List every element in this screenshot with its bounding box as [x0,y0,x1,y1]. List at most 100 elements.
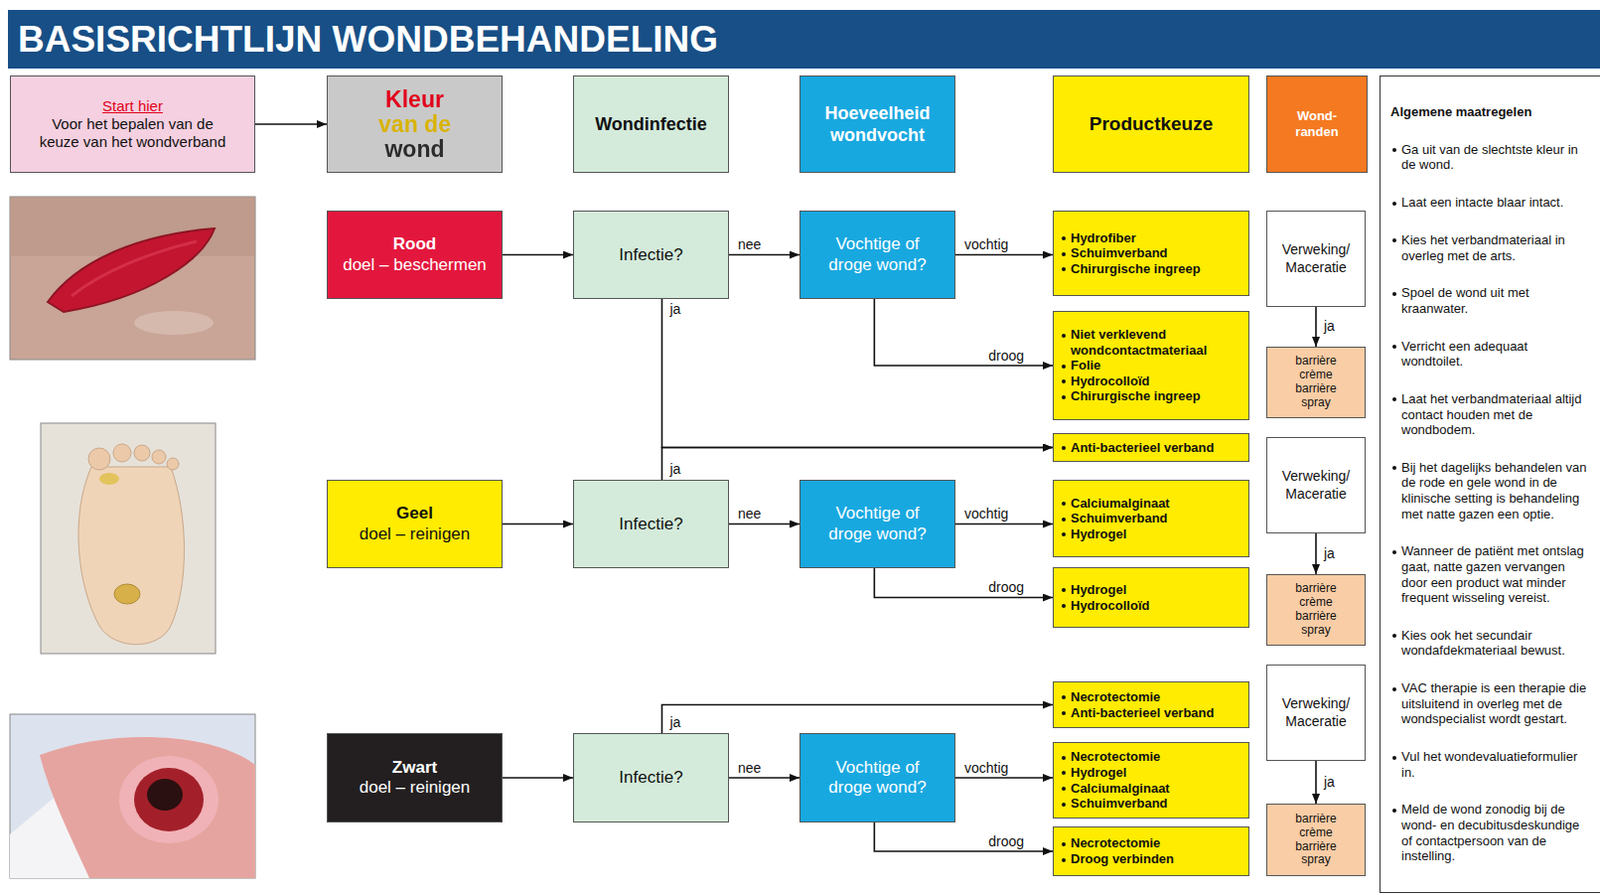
wound-photo-yellow [40,423,216,654]
box-text: Hydrocolloïd [1059,597,1243,614]
product-box: HydrogelHydrocolloïd [1052,567,1250,628]
notes-panel: Algemene maatregelenGa uit van de slecht… [1379,75,1600,893]
wound-photo-black-part [119,755,219,844]
condition-box: Verweking/ Maceratie [1266,664,1366,761]
box-heading: Verweking/ Maceratie [1273,695,1359,730]
flow-arrow [955,523,1053,526]
flow-arrow [661,705,1053,734]
box-text: Droog verbinden [1059,851,1243,868]
header-box: Kleur van de wond [326,75,503,173]
wound-photo-black-part [39,736,256,878]
wound-color-box: Geeldoel – reinigen [326,479,503,569]
box-text: barrière spray [1285,840,1347,869]
flow-arrow [955,254,1053,257]
flow-arrow [873,298,1053,366]
box-text: Voor het bepalen van de keuze van het wo… [32,115,233,151]
flow-arrow [502,523,574,526]
box-text: Chirurgische ingreep [1059,388,1243,405]
wound-color-box: Rooddoel – beschermen [326,210,503,299]
box-heading: Start hier [102,97,163,116]
box-heading: Necrotectomie [1059,835,1243,852]
box-text: Hydrogel [1059,764,1243,781]
edge-label: nee [736,237,762,253]
box-heading: Hydrofiber [1059,230,1243,247]
wound-photo-yellow-part [78,466,185,645]
box-heading: Necrotectomie [1059,748,1243,765]
box-heading: barrière crème [1285,581,1347,610]
flow-arrow [1314,306,1317,347]
box-heading: Hoeveelheid wondvocht [806,102,949,147]
wound-photo-yellow-part [134,444,150,461]
wound-color-box: Zwartdoel – reinigen [326,732,503,823]
flow-arrow [728,776,800,779]
wound-photo-yellow-part [88,447,111,470]
box-text: doel – beschermen [342,255,487,276]
decision-box: Infectie? [573,479,729,569]
box-heading: barrière crème [1285,812,1347,841]
header-box: Productkeuze [1052,75,1250,173]
box-text: VAC therapie is een therapie die uitslui… [1390,680,1593,728]
wound-photo-yellow-part [113,443,132,462]
treatment-box: barrière crèmebarrière spray [1266,574,1366,646]
product-box: HydrofiberSchuimverbandChirurgische ingr… [1052,210,1250,296]
flow-arrow [728,523,800,526]
flow-arrow [955,776,1053,779]
box-heading: Productkeuze [1089,113,1214,136]
wound-photo-yellow-part [40,423,216,654]
product-box: Anti-bacterieel verband [1052,433,1250,462]
product-box: NecrotectomieHydrogelCalciumalginaatSchu… [1052,741,1250,819]
flow-arrow [502,776,574,779]
box-heading: Niet verklevend wondcontactmateriaal [1059,326,1243,358]
box-heading: Kleur van de wond [365,87,465,162]
box-heading: Geel [396,503,434,524]
box-text: Vul het wondevaluatieformulier in. [1390,748,1593,780]
title-band: BASISRICHTLIJN WONDBEHANDELING [7,9,1600,69]
edge-label: vochtig [963,760,1010,776]
box-text: Hydrocolloïd [1059,373,1243,390]
edge-label: vochtig [963,506,1010,522]
wound-photo-yellow-part [114,583,141,604]
edge-label: droog [987,348,1025,364]
product-box: NecrotectomieDroog verbinden [1052,826,1250,876]
wound-photo-red [9,196,256,360]
box-text: Calciumalginaat [1059,780,1243,797]
decision-box: Infectie? [573,732,729,823]
box-text: Verricht een adequaat wondtoilet. [1390,338,1593,370]
wound-photo-red-part [71,241,197,296]
edge-label: vochtig [963,237,1010,253]
box-text: Kies het verbandmateriaal in overleg met… [1390,232,1593,264]
box-heading: Hydrogel [1059,581,1243,598]
edge-label: ja [668,715,682,730]
flow-arrow [255,123,327,126]
box-text: barrière spray [1285,609,1347,638]
box-text: Kies ook het secundair wondafdekmateriaa… [1390,627,1593,659]
flow-arrow [1314,533,1317,575]
wound-photo-red-part [134,310,214,335]
header-box: Wond- randen [1266,75,1368,173]
box-text: barrière spray [1285,382,1347,411]
edge-label: ja [668,301,682,317]
box-text: Bij het dagelijks behandelen van de rode… [1390,459,1593,522]
box-text: Laat een intacte blaar intact. [1390,194,1593,211]
box-text: Ga uit van de slechtste kleur in de wond… [1390,142,1593,173]
decision-box: Infectie? [573,210,729,299]
edge-label: ja [1322,774,1336,790]
decision-box: Vochtige of droge wond? [799,732,956,823]
box-heading: Vochtige of droge wond? [818,757,938,799]
box-text: Schuimverband [1059,510,1243,527]
flow-arrow [1314,760,1317,804]
box-text: Schuimverband [1059,245,1243,262]
box-text: Schuimverband [1059,795,1243,812]
wound-photo-yellow-part [166,457,179,470]
wound-photo-yellow-part [151,449,166,464]
wound-photo-red-part [9,196,256,360]
box-heading: Wondinfectie [594,114,708,136]
box-heading: Verweking/ Maceratie [1273,467,1359,503]
treatment-box: barrière crèmebarrière spray [1266,803,1366,876]
box-text: doel – reinigen [359,777,471,798]
box-heading: Wond- randen [1289,108,1345,142]
header-box: Hoeveelheid wondvocht [799,75,956,173]
condition-box: Verweking/ Maceratie [1266,210,1366,307]
box-heading: Anti-bacterieel verband [1059,439,1243,456]
flow-arrow [661,298,1053,448]
